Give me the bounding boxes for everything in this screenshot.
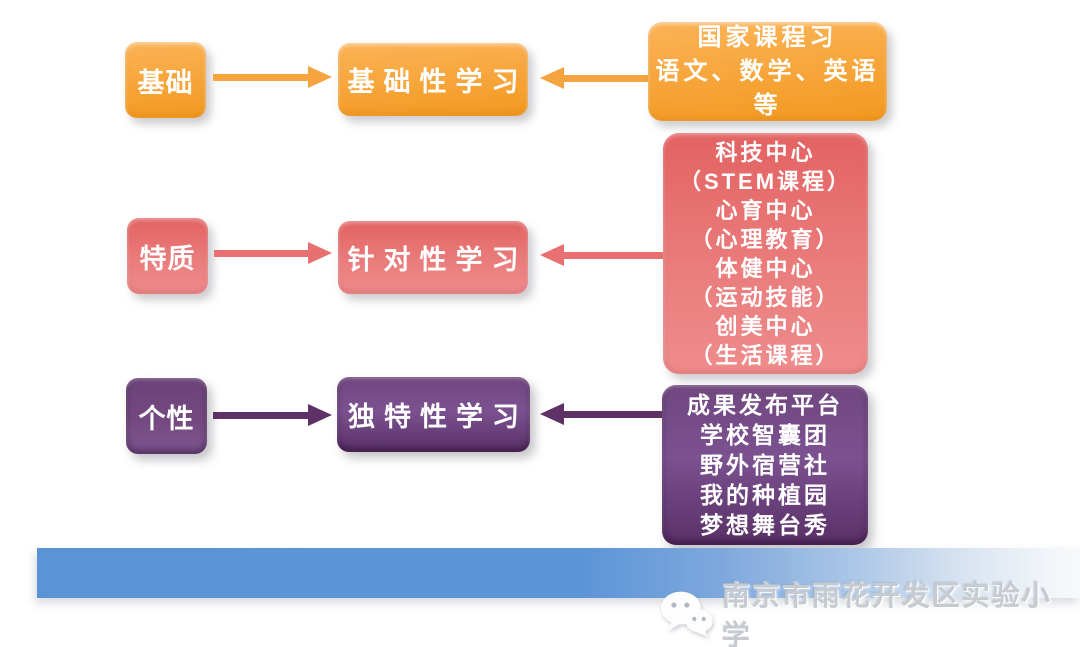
detail-line: 体健中心 (715, 255, 816, 281)
arrow-tail (214, 249, 308, 257)
tag-label-personality: 个性 (138, 403, 195, 434)
wechat-icon (660, 591, 713, 637)
arrow-right-icon (213, 404, 332, 426)
detail-line: （运动技能） (690, 284, 841, 310)
arrow-head (308, 242, 332, 264)
tag-box-foundation: 基础 (125, 42, 206, 118)
detail-line: 成果发布平台 (687, 392, 843, 418)
watermark: 南京市雨花开发区实验小学 (660, 574, 1080, 647)
arrow-tail (564, 74, 650, 82)
tag-label-foundation: 基础 (137, 67, 194, 98)
detail-line: （生活课程） (690, 342, 841, 368)
detail-box-foundation: 国家课程习 语文、数学、英语等 (648, 22, 887, 121)
arrow-tail (213, 73, 308, 81)
arrow-head (540, 244, 564, 266)
detail-box-trait: 科技中心 （STEM课程） 心育中心 （心理教育） 体健中心 （运动技能） 创美… (663, 133, 868, 374)
tag-label-trait: 特质 (139, 243, 196, 274)
center-label-personality: 独特性学习 (348, 402, 528, 432)
center-label-trait: 针对性学习 (347, 245, 528, 275)
tag-box-personality: 个性 (126, 378, 207, 454)
arrow-head (540, 67, 564, 89)
center-box-personality: 独特性学习 (337, 377, 530, 452)
bottom-gradient-bar (37, 548, 1080, 598)
tag-box-trait: 特质 (127, 218, 208, 294)
detail-line: 语文、数学、英语等 (655, 57, 880, 119)
arrow-right-icon (214, 242, 332, 264)
arrow-head (540, 403, 564, 425)
arrow-tail (564, 251, 663, 259)
detail-line: 学校智囊团 (700, 422, 830, 448)
arrow-left-icon (540, 244, 663, 266)
detail-line: 科技中心 (715, 139, 816, 165)
detail-box-personality: 成果发布平台 学校智囊团 野外宿营社 我的种植园 梦想舞台秀 (662, 385, 868, 545)
center-label-foundation: 基础性学习 (347, 67, 528, 97)
center-box-foundation: 基础性学习 (338, 43, 528, 116)
detail-line: 国家课程习 (697, 23, 838, 51)
detail-line: （STEM课程） (678, 168, 853, 194)
arrow-right-icon (213, 66, 332, 88)
detail-line: 我的种植园 (700, 482, 830, 508)
arrow-left-icon (540, 67, 650, 89)
detail-line: 梦想舞台秀 (700, 512, 830, 538)
arrow-left-icon (540, 403, 662, 425)
detail-line: 心育中心 (715, 197, 816, 223)
arrow-head (308, 404, 332, 426)
arrow-head (308, 66, 332, 88)
detail-line: 创美中心 (715, 313, 816, 339)
detail-line: （心理教育） (690, 226, 841, 252)
arrow-tail (564, 410, 662, 418)
detail-line: 野外宿营社 (700, 452, 830, 478)
watermark-text: 南京市雨花开发区实验小学 (721, 580, 1052, 647)
arrow-tail (213, 411, 308, 419)
center-box-trait: 针对性学习 (338, 221, 528, 294)
